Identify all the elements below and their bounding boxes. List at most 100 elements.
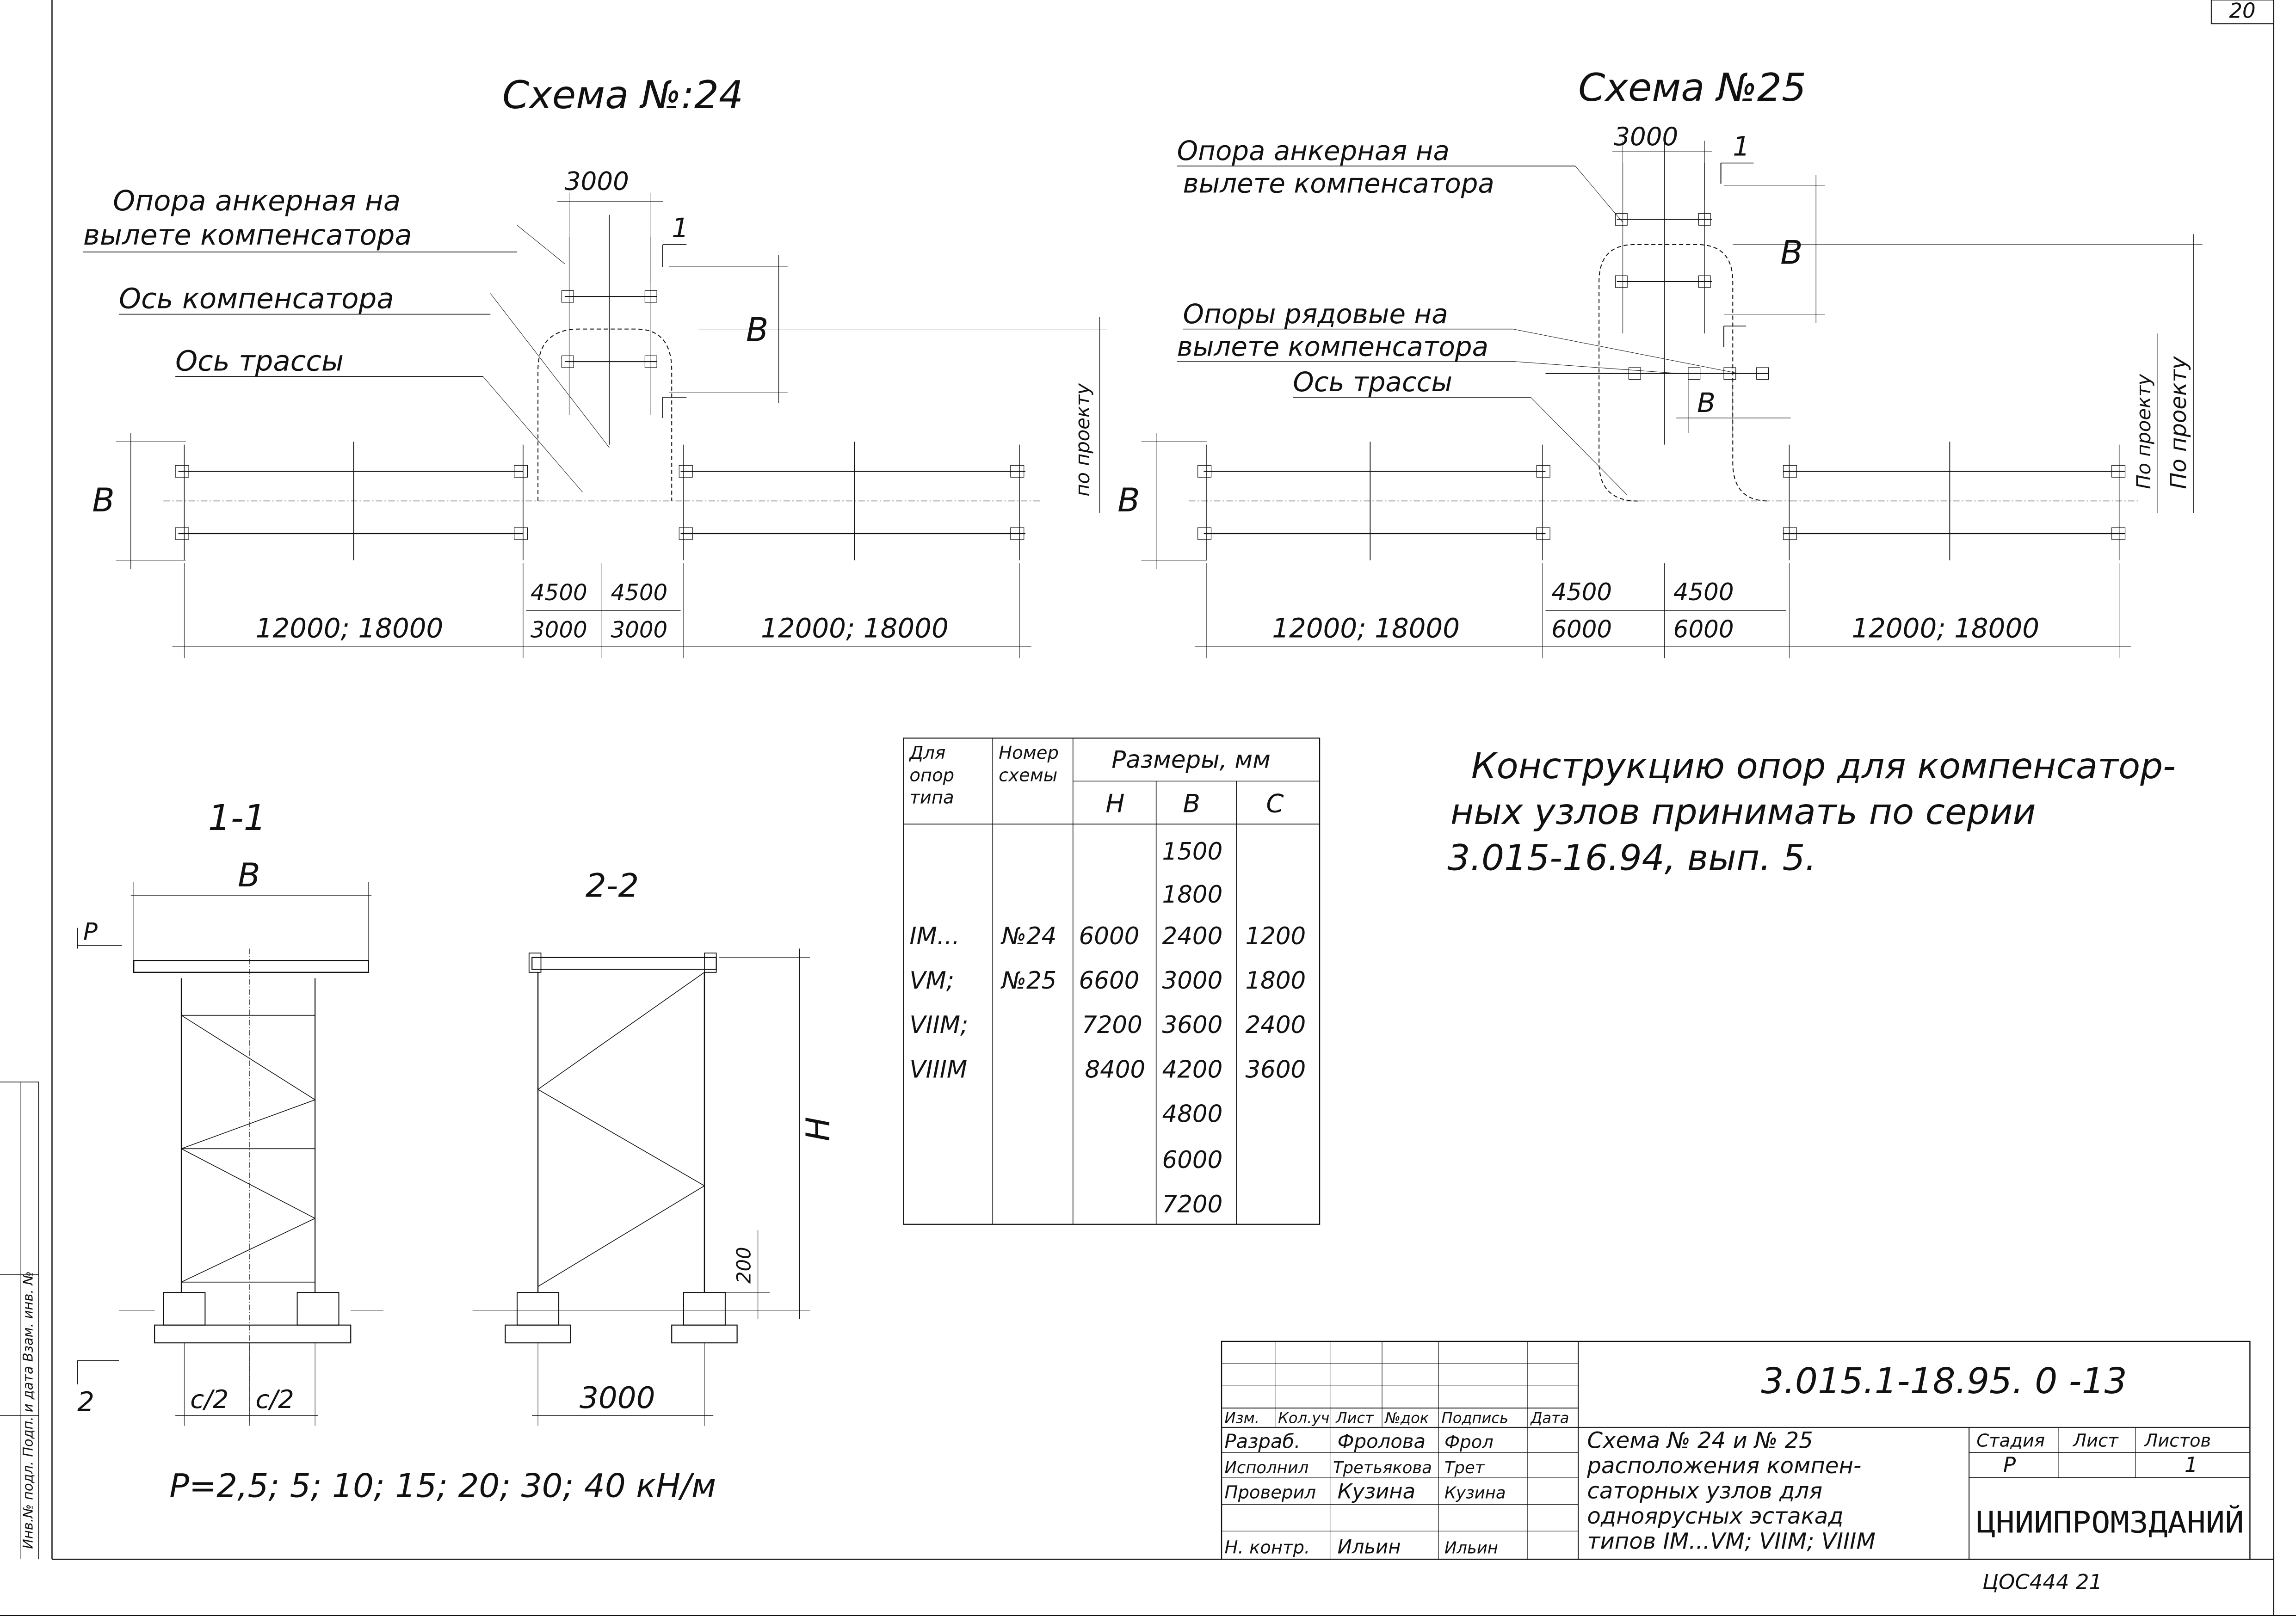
table-type-1: IМ... bbox=[909, 922, 960, 950]
tb-head-kol: Кол.уч bbox=[1278, 1409, 1329, 1426]
table-c-1: 1200 bbox=[1245, 922, 1306, 950]
tb-name-1: Фролова bbox=[1338, 1430, 1426, 1453]
table-type-2: VМ; bbox=[909, 967, 954, 995]
scheme-25-b-left: В bbox=[1117, 481, 1140, 519]
tb-role-3: Проверил bbox=[1224, 1482, 1316, 1503]
scheme-25-anchor-label-2: вылете компенсатора bbox=[1183, 168, 1494, 199]
title-block-code: 3.015.1-18.95. 0 -13 bbox=[1761, 1361, 2127, 1402]
note-line-3: 3.015-16.94, вып. 5. bbox=[1447, 838, 1816, 879]
table-head-c: С bbox=[1266, 789, 1284, 818]
loads-line: Р=2,5; 5; 10; 15; 20; 30; 40 кН/м bbox=[169, 1467, 716, 1505]
section-1-1-b: В bbox=[238, 856, 260, 894]
tb-head-date: Дата bbox=[1530, 1409, 1569, 1426]
scheme-25-section-mark: 1 bbox=[1733, 131, 1750, 162]
table-head-type-3: типа bbox=[909, 787, 954, 808]
tb-desc-1: Схема № 24 и № 25 bbox=[1587, 1428, 1813, 1454]
table-b-1: 1500 bbox=[1162, 838, 1223, 866]
note-line-2: ных узлов принимать по серии bbox=[1450, 792, 2036, 833]
tb-head-doc: №док bbox=[1384, 1409, 1429, 1426]
table-b-7: 4800 bbox=[1162, 1100, 1223, 1128]
section-1-1-c-half-1: с/2 bbox=[190, 1384, 228, 1414]
table-h-2: 6600 bbox=[1079, 967, 1140, 995]
tb-name-4: Ильин bbox=[1338, 1535, 1401, 1558]
scheme-24-dim-top: 3000 bbox=[565, 166, 629, 196]
scheme-24-b-right: В bbox=[746, 310, 768, 349]
tb-organization: ЦНИИПРОМЗДАНИЙ bbox=[1976, 1505, 2244, 1540]
tb-desc-3: саторных узлов для bbox=[1587, 1478, 1822, 1504]
scheme-24-comp-axis-label: Ось компенсатора bbox=[119, 283, 394, 315]
section-2-2-h: Н bbox=[799, 1117, 837, 1141]
section-1-1: 1-1 В Р bbox=[77, 798, 383, 1426]
table-b-6: 4200 bbox=[1162, 1056, 1223, 1083]
section-1-1-geometry bbox=[77, 882, 383, 1426]
tb-sheets-head: Листов bbox=[2143, 1431, 2211, 1451]
table-type-3: VIIМ; bbox=[909, 1011, 968, 1039]
section-2-2-dim-200: 200 bbox=[732, 1247, 755, 1284]
tb-sheets-value: 1 bbox=[2185, 1452, 2198, 1477]
scheme-24-anchor-label-1: Опора анкерная на bbox=[113, 184, 401, 217]
tb-name-3: Кузина bbox=[1338, 1479, 1416, 1504]
scheme-25: Схема №25 Опора анкерная на вылете компе… bbox=[1117, 65, 2202, 658]
table-b-2: 1800 bbox=[1162, 881, 1223, 909]
tb-head-izm: Изм. bbox=[1224, 1409, 1259, 1426]
scheme-24-anchor-label-2: вылете компенсатора bbox=[83, 219, 412, 252]
section-2-2: 2-2 Н 200 3000 bbox=[473, 866, 837, 1426]
scheme-24-dim-left-12000: 12000; 18000 bbox=[256, 612, 444, 644]
scheme-25-geometry bbox=[1142, 141, 2203, 658]
scheme-25-dim-left-12000: 12000; 18000 bbox=[1272, 612, 1460, 644]
table-h-3: 7200 bbox=[1082, 1011, 1142, 1039]
margin-stamp-text: Инв.№ подл. Подп. и дата Взам. инв. № bbox=[20, 1271, 36, 1549]
table-head-h: Н bbox=[1105, 789, 1124, 818]
scheme-24-b-left: В bbox=[92, 481, 114, 519]
section-1-1-c-half-2: с/2 bbox=[256, 1384, 294, 1414]
table-head-type-2: опор bbox=[909, 765, 954, 786]
table-head-sizes: Размеры, мм bbox=[1111, 746, 1271, 774]
table-b-9: 7200 bbox=[1162, 1191, 1223, 1218]
sheet-corner-number: 20 bbox=[2229, 0, 2255, 23]
scheme-25-dim-mid-b1: 4500 bbox=[1673, 578, 1734, 606]
scheme-25-row-label-1: Опоры рядовые на bbox=[1183, 298, 1448, 330]
tb-head-sign: Подпись bbox=[1442, 1409, 1508, 1426]
table-b-4: 3000 bbox=[1162, 967, 1223, 995]
title-block-grid bbox=[1222, 1341, 2250, 1559]
scheme-24-dim-mid-b2: 3000 bbox=[611, 617, 668, 643]
table-head-type-1: Для bbox=[908, 743, 945, 763]
scheme-25-dim-mid-a1: 4500 bbox=[1551, 578, 1612, 606]
scheme-25-dim-mid-a2: 6000 bbox=[1551, 615, 1612, 643]
scheme-24-dim-right-12000: 12000; 18000 bbox=[761, 612, 949, 644]
scheme-24-dim-mid-a1: 4500 bbox=[531, 580, 587, 606]
scheme-25-title: Схема №25 bbox=[1578, 65, 1806, 110]
table-b-3: 2400 bbox=[1162, 922, 1223, 950]
scheme-24-title: Схема №:24 bbox=[502, 73, 743, 117]
title-block: 3.015.1-18.95. 0 -13 Изм. Кол.уч Лист №д… bbox=[1222, 1341, 2250, 1559]
table-c-2: 1800 bbox=[1245, 967, 1306, 995]
tb-stage-head: Стадия bbox=[1976, 1431, 2045, 1451]
tb-sign-3: Кузина bbox=[1444, 1484, 1506, 1503]
scheme-25-po-proektu-2: По проекту bbox=[2166, 356, 2191, 489]
table-head-b: В bbox=[1183, 789, 1200, 818]
scheme-25-anchor-label-1: Опора анкерная на bbox=[1177, 135, 1450, 166]
table-c-4: 3600 bbox=[1245, 1056, 1306, 1083]
note-line-1: Конструкцию опор для компенсатор- bbox=[1471, 746, 2176, 787]
scheme-25-dim-right-12000: 12000; 18000 bbox=[1852, 612, 2039, 644]
tb-sign-4: Ильин bbox=[1444, 1538, 1498, 1557]
table-scheme-1: №24 bbox=[1000, 922, 1057, 950]
table-head-scheme-1: Номер bbox=[999, 743, 1059, 763]
tb-sign-2: Трет bbox=[1444, 1458, 1485, 1477]
scheme-25-po-proektu-1: По проекту bbox=[2132, 374, 2155, 489]
section-2-2-dim-3000: 3000 bbox=[580, 1381, 655, 1415]
table-scheme-2: №25 bbox=[1000, 967, 1057, 995]
scheme-24-route-axis-label: Ось трассы bbox=[175, 344, 344, 377]
section-1-1-title: 1-1 bbox=[208, 798, 266, 839]
scheme-24-po-proektu: по проекту bbox=[1071, 383, 1094, 497]
table-b-5: 3600 bbox=[1162, 1011, 1223, 1039]
tb-head-list: Лист bbox=[1335, 1409, 1374, 1426]
table-c-3: 2400 bbox=[1245, 1011, 1306, 1039]
tb-stage-value: Р bbox=[2003, 1452, 2016, 1477]
scheme-24-dim-mid-b1: 4500 bbox=[611, 580, 668, 606]
scheme-25-b-top: В bbox=[1780, 234, 1802, 272]
scheme-25-dim-mid-b2: 6000 bbox=[1673, 615, 1734, 643]
scheme-24-geometry bbox=[83, 193, 1107, 658]
tb-desc-5: типов IМ...VМ; VIIМ; VIIIМ bbox=[1587, 1529, 1876, 1555]
scheme-24: Схема №:24 Опора анкерная на вылете комп… bbox=[83, 73, 1107, 658]
